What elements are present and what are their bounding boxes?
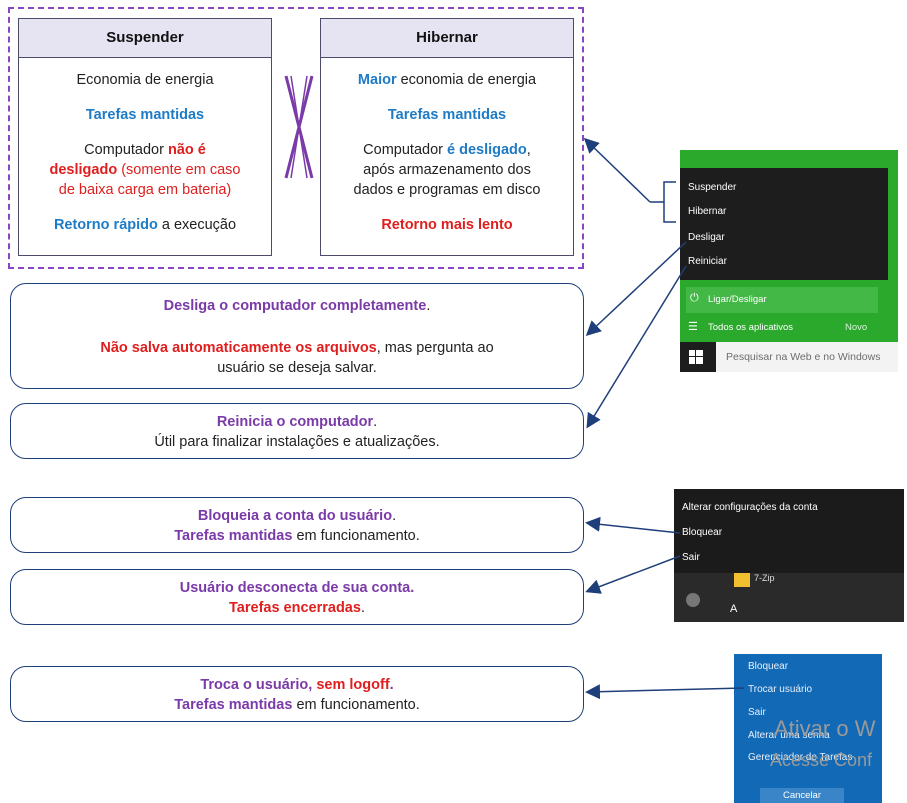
bracket-line [650, 181, 676, 223]
desligar-box: Desliga o computador completamente. Não … [10, 283, 584, 389]
activation-watermark-line2: Acesse Conf [770, 750, 873, 770]
search-input[interactable]: Pesquisar na Web e no Windows [716, 342, 898, 372]
account-menu-screenshot: Alterar configurações da conta Bloquear … [674, 489, 904, 622]
ctrl-alt-del-screen: Bloquear Trocar usuário Sair Alterar uma… [734, 654, 882, 803]
trocar-box: Troca o usuário, sem logoff. Tarefas man… [10, 666, 584, 722]
arrow-to-bloquear [585, 516, 681, 534]
app-label: 7-Zip [754, 573, 775, 583]
menu-item-suspender[interactable]: Suspender [688, 182, 737, 193]
arrow-to-trocar [585, 684, 745, 700]
versus-cross-icon [284, 75, 314, 179]
all-apps-label[interactable]: Todos os aplicativos [708, 322, 794, 333]
trocar-line1: Troca o usuário, sem logoff. [200, 677, 394, 693]
folder-icon [734, 573, 750, 587]
menu-item-sair[interactable]: Sair [682, 552, 700, 563]
suspender-line2: Tarefas mantidas [85, 107, 205, 123]
arrow-to-desligar [585, 241, 687, 337]
option-bloquear[interactable]: Bloquear [748, 661, 789, 672]
avatar[interactable] [686, 593, 700, 607]
option-sair[interactable]: Sair [748, 707, 766, 718]
hibernar-line6: Retorno mais lento [381, 217, 513, 233]
reiniciar-line1: Reinicia o computador. [216, 414, 378, 430]
comparison-frame [8, 7, 584, 269]
account-menu-list [674, 489, 904, 573]
arrow-to-reiniciar [586, 265, 687, 429]
cancel-button[interactable]: Cancelar [760, 788, 844, 803]
option-trocar-usuario[interactable]: Trocar usuário [748, 684, 813, 695]
menu-item-desligar[interactable]: Desligar [688, 232, 725, 243]
app-letter: A [730, 603, 738, 615]
option-gerenciador-tarefas[interactable]: Gerenciador de Tarefas [748, 752, 853, 763]
hibernar-column: Hibernar Maior economia de energia Taref… [320, 18, 574, 256]
hibernar-line1: Maior economia de energia [357, 72, 537, 88]
hibernar-line4: após armazenamento dos [363, 162, 531, 178]
activation-watermark-line1: Ativar o W [774, 716, 876, 741]
power-label: Ligar/Desligar [708, 294, 767, 305]
option-alterar-senha[interactable]: Alterar uma senha [748, 730, 830, 741]
power-icon: ⏻ [690, 292, 699, 304]
suspender-line5: de baixa carga em bateria) [58, 182, 232, 198]
power-button[interactable]: ⏻ Ligar/Desligar [686, 287, 878, 313]
new-label: Novo [845, 322, 868, 333]
search-placeholder: Pesquisar na Web e no Windows [726, 351, 881, 363]
trocar-line2: Tarefas mantidas em funcionamento. [174, 697, 420, 713]
hibernar-line5: dados e programas em disco [353, 182, 541, 198]
bloquear-line1: Bloqueia a conta do usuário. [197, 508, 397, 524]
windows-logo-icon [689, 350, 703, 364]
power-submenu: Suspender Hibernar Desligar Reiniciar [680, 168, 888, 280]
arrow-to-comparison [583, 137, 651, 203]
menu-item-hibernar[interactable]: Hibernar [688, 206, 727, 217]
suspender-column: Suspender Economia de energia Tarefas ma… [18, 18, 272, 256]
sair-box: Usuário desconecta de sua conta. Tarefas… [10, 569, 584, 625]
menu-item-reiniciar[interactable]: Reiniciar [688, 256, 727, 267]
suspender-line6: Retorno rápido a execução [53, 217, 237, 233]
arrow-to-sair [585, 555, 681, 594]
hibernar-title: Hibernar [321, 19, 573, 58]
menu-item-alterar-conta[interactable]: Alterar configurações da conta [682, 502, 818, 513]
menu-item-bloquear[interactable]: Bloquear [682, 527, 723, 538]
suspender-line3: Computador não é [84, 142, 206, 158]
reiniciar-line2: Útil para finalizar instalações e atuali… [154, 434, 440, 450]
bloquear-box: Bloqueia a conta do usuário. Tarefas man… [10, 497, 584, 553]
desligar-line1: Desliga o computador completamente. [163, 298, 431, 314]
hibernar-line2: Tarefas mantidas [387, 107, 507, 123]
bloquear-line2: Tarefas mantidas em funcionamento. [174, 528, 420, 544]
sair-line1: Usuário desconecta de sua conta. [179, 580, 415, 596]
hibernar-line3: Computador é desligado, [363, 142, 531, 158]
suspender-line4: desligado (somente em caso [49, 162, 241, 178]
suspender-line1: Economia de energia [76, 72, 214, 88]
list-icon: ☰ [688, 321, 698, 333]
reiniciar-box: Reinicia o computador. Útil para finaliz… [10, 403, 584, 459]
suspender-title: Suspender [19, 19, 271, 58]
start-button[interactable] [680, 342, 716, 372]
desligar-line2: Não salva automaticamente os arquivos, m… [100, 340, 494, 356]
sair-line2: Tarefas encerradas. [229, 600, 365, 616]
desligar-line3: usuário se deseja salvar. [217, 360, 377, 376]
